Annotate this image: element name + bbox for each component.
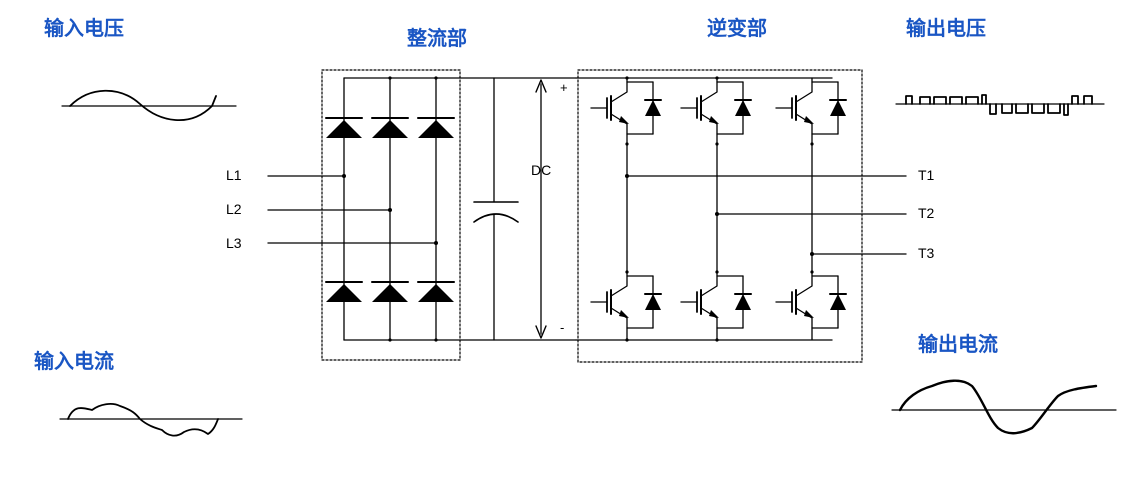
terminal-l2-label: L2 bbox=[226, 201, 242, 217]
terminal-t2-label: T2 bbox=[918, 205, 935, 221]
igbt-lower-3 bbox=[775, 271, 847, 339]
input-current-label: 输入电流 bbox=[34, 349, 114, 373]
igbt-lower-1 bbox=[590, 271, 662, 339]
rectifier-label: 整流部 bbox=[407, 26, 467, 50]
igbt-lower-2 bbox=[680, 271, 752, 339]
input-voltage-waveform bbox=[61, 89, 237, 121]
lower-diodes bbox=[325, 281, 455, 302]
output-current-waveform bbox=[891, 379, 1117, 435]
igbt-upper-2 bbox=[680, 77, 752, 145]
input-voltage-label: 输入电压 bbox=[44, 16, 124, 40]
igbt-upper-1 bbox=[590, 77, 662, 145]
terminal-t1-label: T1 bbox=[918, 167, 935, 183]
output-voltage-label: 输出电压 bbox=[906, 16, 986, 40]
inverter-label: 逆变部 bbox=[707, 16, 767, 40]
terminal-l1-label: L1 bbox=[226, 167, 242, 183]
terminal-l3-label: L3 bbox=[226, 235, 242, 251]
output-voltage-waveform bbox=[895, 94, 1105, 116]
dc-link-capacitor bbox=[473, 77, 519, 341]
dc-plus-label: + bbox=[560, 80, 568, 95]
terminal-t3-label: T3 bbox=[918, 245, 935, 261]
igbt-upper-3 bbox=[775, 77, 847, 145]
input-current-waveform bbox=[59, 403, 243, 437]
output-current-label: 输出电流 bbox=[918, 332, 998, 356]
dc-minus-label: - bbox=[560, 320, 565, 335]
upper-diodes bbox=[325, 117, 455, 138]
rectifier-box bbox=[321, 69, 461, 361]
inverter-box bbox=[577, 69, 863, 363]
dc-voltage-arrow bbox=[535, 79, 547, 339]
